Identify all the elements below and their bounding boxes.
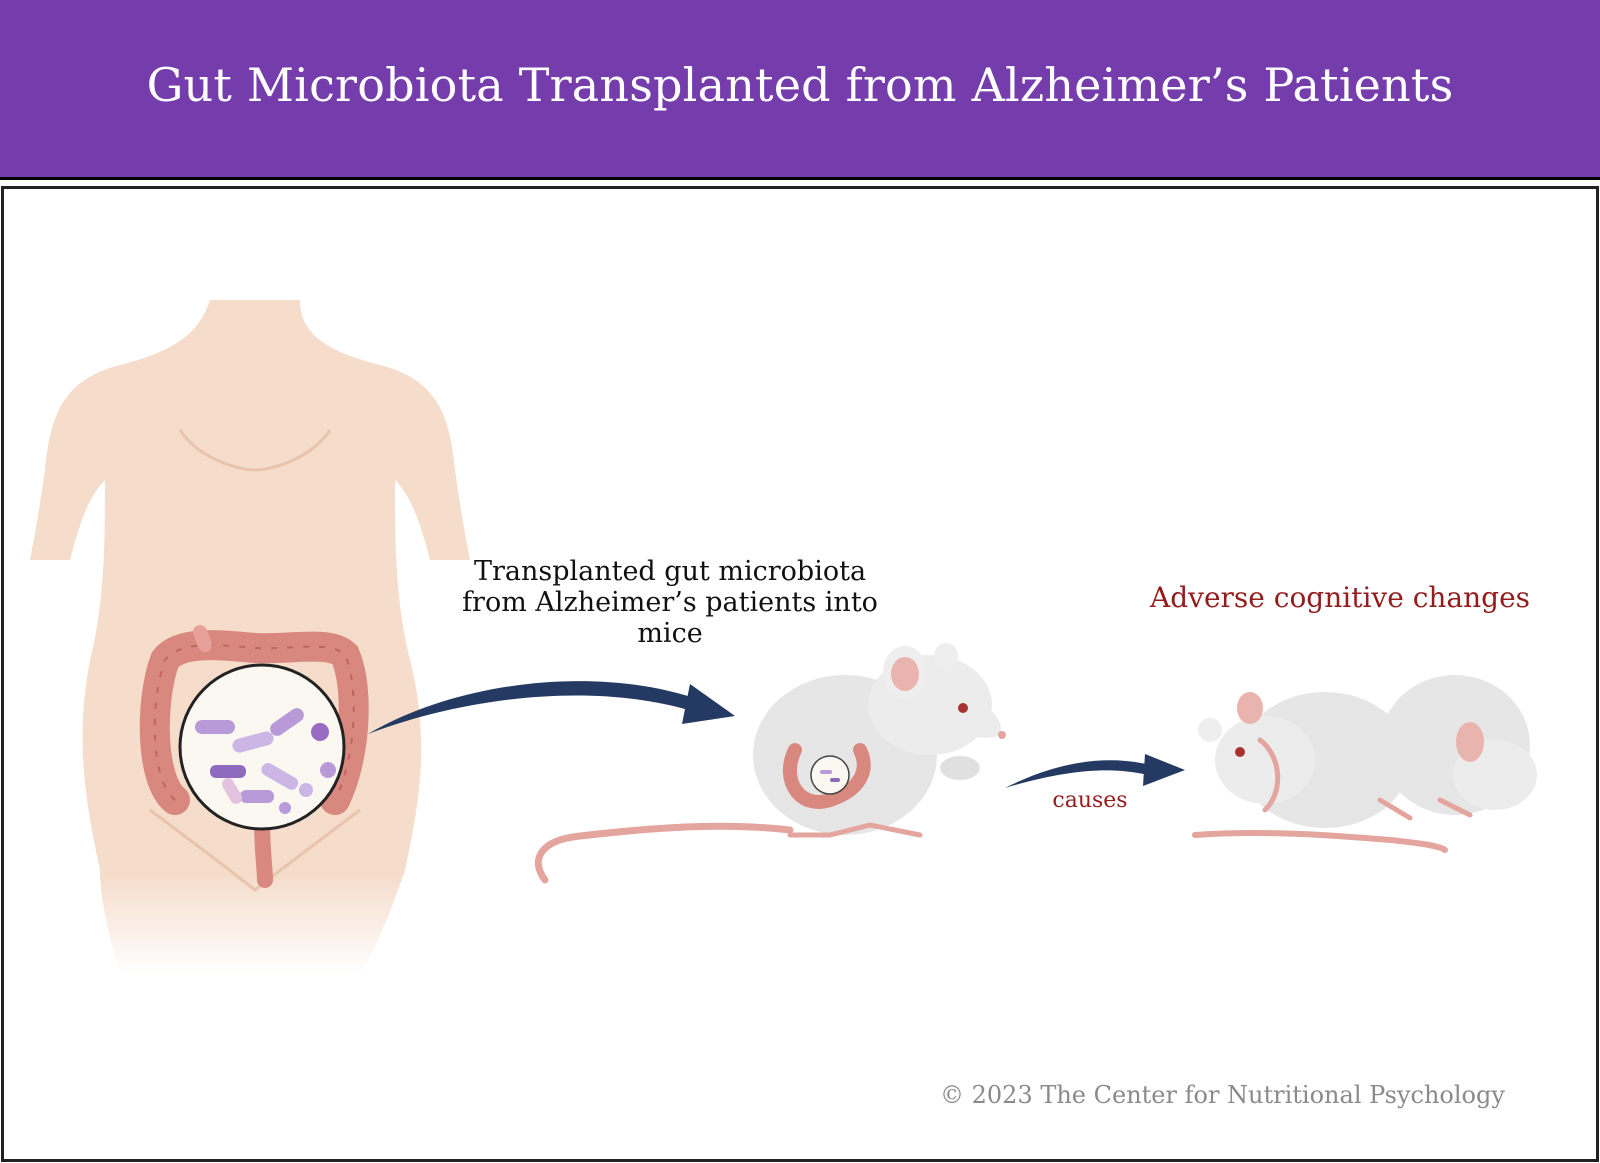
arrow-icon (1005, 754, 1185, 788)
microbiota-magnifier-icon (178, 663, 346, 831)
mouse-icon (534, 643, 1006, 884)
copyright-notice: © 2023 The Center for Nutritional Psycho… (940, 1081, 1505, 1109)
header-bar: Gut Microbiota Transplanted from Alzheim… (0, 0, 1600, 180)
transplant-step-label: Transplanted gut microbiota from Alzheim… (462, 556, 878, 650)
outcome-label: Adverse cognitive changes (1150, 581, 1531, 614)
mouse-icon (1192, 675, 1537, 853)
causes-label: causes (1052, 788, 1128, 813)
page-title: Gut Microbiota Transplanted from Alzheim… (146, 57, 1454, 112)
arrow-icon (368, 681, 735, 734)
